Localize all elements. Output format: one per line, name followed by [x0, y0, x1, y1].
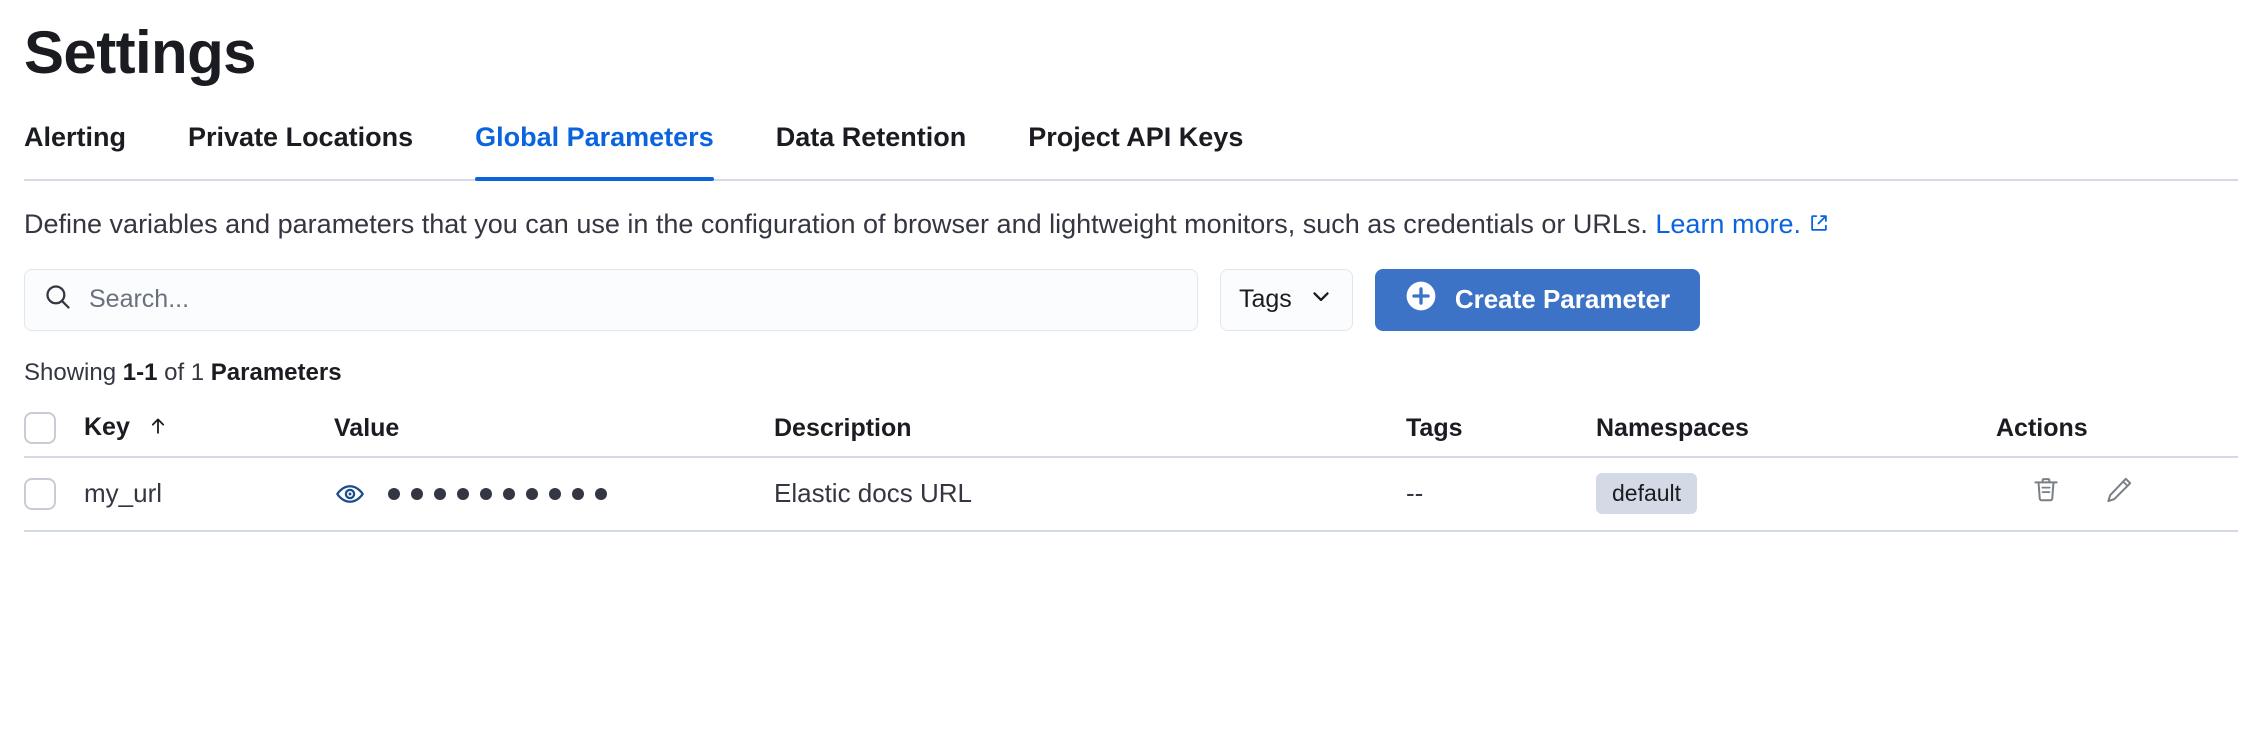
description-text: Define variables and parameters that you… [24, 209, 1648, 239]
column-header-key[interactable]: Key [84, 400, 334, 458]
page-title: Settings [24, 19, 256, 86]
column-header-value: Value [334, 400, 774, 458]
cell-key: my_url [84, 456, 334, 532]
create-parameter-label: Create Parameter [1454, 284, 1671, 315]
results-range: 1-1 [122, 358, 158, 386]
search-input[interactable]: Search... [24, 268, 1198, 331]
arrow-up-icon [147, 415, 169, 443]
row-checkbox[interactable] [24, 478, 56, 511]
tab-project-api-keys[interactable]: Project API Keys [1028, 122, 1244, 152]
tags-filter-label: Tags [1239, 285, 1292, 314]
page-description: Define variables and parameters that you… [24, 207, 2224, 243]
edit-icon[interactable] [2103, 474, 2135, 506]
cell-description: Elastic docs URL [774, 456, 1406, 532]
search-placeholder: Search... [89, 285, 190, 314]
tab-global-parameters[interactable]: Global Parameters [475, 115, 714, 182]
row-select-cell [24, 456, 84, 532]
cell-actions [1996, 456, 2238, 532]
tab-alerting[interactable]: Alerting [24, 122, 127, 152]
external-link-icon [1808, 208, 1830, 243]
learn-more-label: Learn more. [1655, 209, 1801, 239]
tab-bar: Alerting Private Locations Global Parame… [24, 115, 2238, 182]
cell-value [334, 456, 774, 532]
chevron-down-icon [1308, 283, 1334, 316]
cell-tags: -- [1406, 456, 1596, 532]
namespace-badge: default [1596, 472, 1698, 515]
column-header-actions: Actions [1996, 400, 2238, 458]
parameters-table: Key Value Description Tags Namespaces Ac… [24, 400, 2238, 532]
cell-namespaces: default [1596, 456, 1996, 532]
select-all-checkbox[interactable] [24, 412, 56, 445]
results-entity: Parameters [210, 358, 342, 386]
column-header-namespaces: Namespaces [1596, 400, 1996, 458]
tab-data-retention[interactable]: Data Retention [775, 122, 967, 152]
tab-private-locations[interactable]: Private Locations [188, 122, 414, 152]
masked-value [388, 487, 607, 500]
results-middle: of 1 [157, 358, 211, 386]
select-all-header [24, 400, 84, 458]
column-header-tags: Tags [1406, 400, 1596, 458]
create-parameter-button[interactable]: Create Parameter [1374, 268, 1701, 331]
delete-icon[interactable] [2030, 474, 2062, 506]
table-row: my_url Elastic docs URL [24, 456, 2238, 532]
eye-icon[interactable] [334, 478, 366, 510]
table-header-row: Key Value Description Tags Namespaces Ac… [24, 400, 2238, 458]
column-header-description: Description [774, 400, 1406, 458]
results-prefix: Showing [24, 358, 123, 386]
plus-circle-icon [1405, 280, 1437, 319]
controls-row: Search... Tags Create Parameter [24, 268, 2238, 331]
column-label-key: Key [84, 412, 130, 441]
results-count: Showing 1-1 of 1 Parameters [24, 359, 2238, 387]
tags-filter-button[interactable]: Tags [1220, 268, 1353, 331]
search-icon [43, 282, 73, 317]
learn-more-link[interactable]: Learn more. [1655, 209, 1830, 239]
